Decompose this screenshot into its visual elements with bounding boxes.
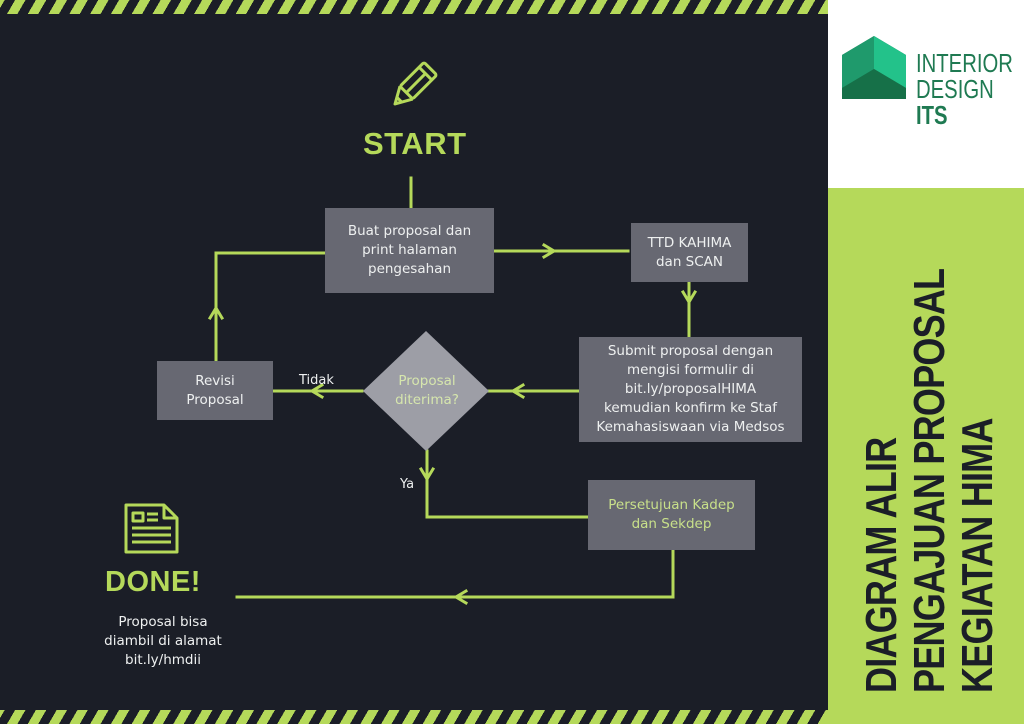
logo-line-its: ITS [916, 100, 948, 130]
step-submit-line: mengisi formulir di [626, 362, 755, 378]
arrowhead-left [510, 382, 526, 400]
step-ttd-line: TTD KAHIMA [647, 234, 732, 251]
hazard-stripe-bottom [0, 710, 828, 724]
no-branch-label: Tidak [299, 373, 334, 388]
step-revisi-proposal: Revisi Proposal [157, 361, 273, 420]
flow-connectors [124, 61, 698, 606]
title-line: KEGIATAN HIMA [953, 418, 1002, 693]
step-buat-line: pengesahan [368, 261, 451, 277]
arrowhead-left [453, 588, 469, 606]
logo-line-design: DESIGN [916, 74, 994, 104]
step-buat-proposal: Buat proposal dan print halaman pengesah… [325, 208, 494, 293]
diagram-title: DIAGRAM ALIR PENGAJUAN PROPOSAL KEGIATAN… [857, 223, 1002, 693]
title-area: DIAGRAM ALIR PENGAJUAN PROPOSAL KEGIATAN… [828, 188, 1024, 724]
logo-text: INTERIOR DESIGN ITS [916, 50, 1013, 128]
step-buat-line: Buat proposal dan [347, 223, 472, 239]
step-ttd-kahima: TTD KAHIMA dan SCAN [631, 223, 748, 282]
step-revisi-line: Proposal [186, 391, 244, 408]
start-label: START [363, 126, 467, 161]
done-note: Proposal bisa diambil di alamat bit.ly/h… [88, 613, 238, 670]
step-ttd-line: dan SCAN [655, 253, 724, 270]
title-line: DIAGRAM ALIR [857, 437, 906, 693]
decision-line: Proposal [398, 373, 456, 389]
connector-persetujuan-done [235, 548, 675, 599]
step-buat-line: print halaman [362, 242, 457, 258]
connector-revisi-buat [214, 251, 327, 364]
step-revisi-line: Revisi [195, 372, 235, 389]
step-persetujuan: Persetujuan Kadep dan Sekdep [588, 480, 755, 550]
yes-branch-label: Ya [400, 477, 415, 492]
decision-line: diterima? [395, 392, 459, 408]
step-persetujuan-line: Persetujuan Kadep [608, 497, 735, 513]
arrowhead-down [418, 466, 436, 482]
logo-line-interior: INTERIOR [916, 48, 1013, 78]
decision-diamond [363, 331, 489, 451]
step-submit-line: kemudian konfirm ke Staf [603, 400, 778, 416]
step-submit-proposal: Submit proposal dengan mengisi formulir … [579, 337, 802, 442]
arrowhead-right [541, 242, 557, 260]
decision-text: Proposal diterima? [364, 372, 490, 410]
document-icon [124, 503, 179, 554]
logo-area: INTERIOR DESIGN ITS [828, 0, 1024, 188]
step-submit-line: Kemahasiswaan via Medsos [596, 419, 785, 435]
step-persetujuan-line: dan Sekdep [631, 516, 712, 532]
done-label: DONE! [105, 566, 201, 598]
pencil-icon [393, 61, 438, 106]
house-cube-icon [842, 36, 906, 99]
connector-decision-persetujuan [425, 449, 590, 519]
done-note-line: bit.ly/hmdii [125, 652, 201, 668]
arrowhead-left [309, 382, 325, 400]
step-submit-line: bit.ly/proposalHIMA [624, 381, 757, 397]
arrowhead-up [207, 305, 225, 321]
step-submit-line: Submit proposal dengan [607, 343, 774, 359]
title-line: PENGAJUAN PROPOSAL [905, 268, 954, 693]
done-note-line: Proposal bisa [118, 614, 208, 630]
hazard-stripe-top [0, 0, 828, 14]
arrowhead-down [680, 289, 698, 305]
done-note-line: diambil di alamat [104, 633, 222, 649]
